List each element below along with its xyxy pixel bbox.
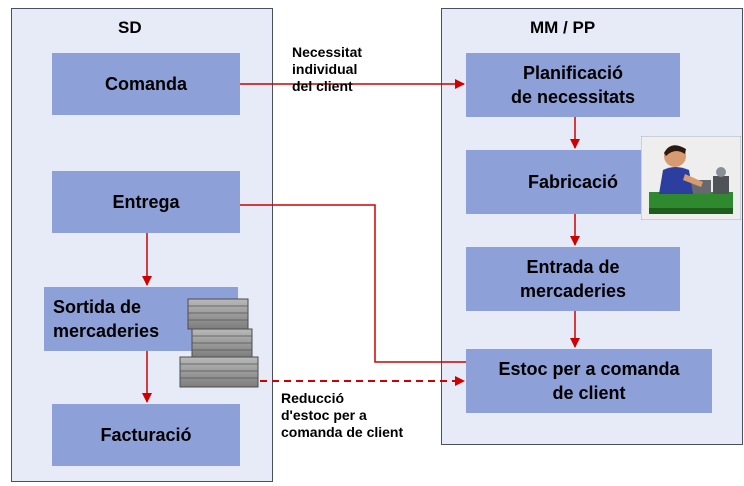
necessitat-individual-label: Necessitat individual del client (292, 44, 363, 94)
mm-pp-panel-title: MM / PP (530, 18, 596, 37)
planificacio-de-necessitats-box: Planificació de necessitats (466, 53, 680, 117)
estoc-per-a-comanda-de-client-box: Estoc per a comanda de client (466, 349, 712, 413)
sd-panel-title: SD (118, 18, 142, 37)
sortida-box-label: Sortida de mercaderies (53, 297, 160, 341)
entrada-de-mercaderies-box: Entrada de mercaderies (466, 247, 680, 311)
worker-icon (641, 136, 741, 220)
planificacio-box-label: Planificació de necessitats (510, 63, 636, 107)
estoc-box-label: Estoc per a comanda de client (498, 359, 680, 403)
facturacio-box: Facturació (52, 404, 240, 466)
entrega-box: Entrega (52, 171, 240, 233)
reduccio-estoc-label: Reducció d'estoc per a comanda de client (281, 390, 404, 440)
stacked-goods-icon (179, 298, 259, 388)
comanda-box: Comanda (52, 53, 240, 115)
entrada-box-label: Entrada de mercaderies (519, 257, 627, 301)
